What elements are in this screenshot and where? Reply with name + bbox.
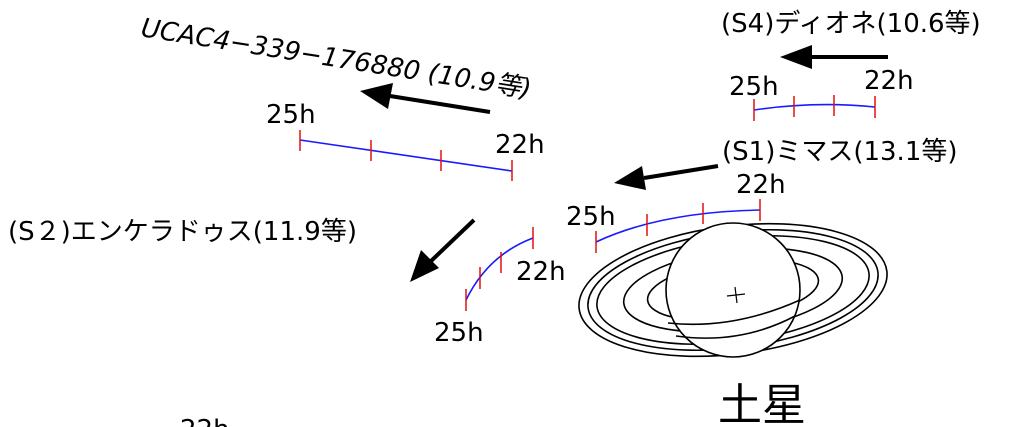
dione-ticks [753, 95, 876, 121]
enceladus-ticks [465, 227, 534, 311]
mimas-direction-arrow [614, 164, 719, 190]
mimas-end-hour: 22h [736, 170, 786, 200]
dione-start-hour: 25h [729, 72, 779, 102]
ucac4-start-hour: 25h [266, 100, 316, 130]
mimas-start-hour: 25h [566, 202, 616, 232]
mimas-label: (S1)ミマス(13.1等) [722, 137, 958, 167]
ucac4-group: UCAC4−339−176880 (10.9等) 25h 22h [139, 13, 545, 181]
dione-track [753, 103, 876, 111]
ucac4-direction-arrow [360, 83, 491, 114]
enceladus-label: (S２)エンケラドゥス(11.9等) [8, 217, 357, 247]
ucac4-track [299, 139, 513, 172]
enceladus-group: (S２)エンケラドゥス(11.9等) 25h 22h [8, 217, 566, 348]
enceladus-track [465, 237, 534, 301]
dione-end-hour: 22h [864, 66, 914, 96]
cropped-hour-label: 22h [180, 415, 230, 427]
dione-direction-arrow [780, 45, 888, 69]
saturn-ring-front-1 [667, 299, 801, 326]
ucac4-end-hour: 22h [495, 130, 545, 160]
ucac4-ticks [299, 130, 513, 181]
saturn-ring-front-2 [675, 315, 796, 339]
saturn-center-crosshair [726, 286, 746, 304]
saturn-drawing: 土星 [578, 222, 888, 427]
dione-label: (S4)ディオネ(10.6等) [721, 9, 981, 39]
enceladus-start-hour: 25h [434, 318, 484, 348]
enceladus-direction-arrow [410, 218, 476, 282]
saturn-label: 土星 [718, 380, 806, 427]
mimas-group: (S1)ミマス(13.1等) 25h 22h [566, 137, 958, 253]
mimas-ticks [595, 199, 761, 253]
enceladus-end-hour: 22h [516, 257, 566, 287]
mimas-track [595, 209, 761, 243]
dione-group: (S4)ディオネ(10.6等) 25h 22h [721, 9, 981, 121]
ucac4-label: UCAC4−339−176880 (10.9等) [139, 13, 533, 104]
